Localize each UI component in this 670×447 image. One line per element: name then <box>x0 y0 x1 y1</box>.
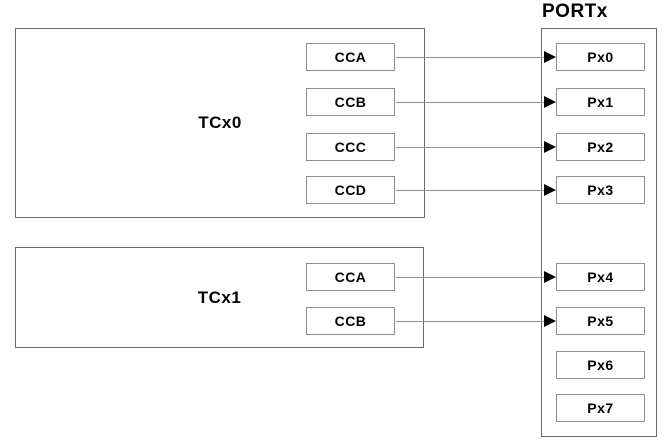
connection-tcx1-ccb-px5 <box>396 315 556 327</box>
arrowhead-icon <box>544 184 556 196</box>
connector-line <box>396 147 546 148</box>
connection-tcx0-ccc-px2 <box>396 141 556 153</box>
channel-box-tcx0-ccc: CCC <box>306 133 395 161</box>
connection-tcx0-ccb-px1 <box>396 96 556 108</box>
connector-line <box>396 102 546 103</box>
pin-box-px7: Px7 <box>556 394 645 422</box>
port-title: PORTx <box>542 1 608 22</box>
arrowhead-icon <box>544 51 556 63</box>
channel-box-tcx1-cca: CCA <box>306 263 395 291</box>
pin-box-px6: Px6 <box>556 351 645 379</box>
arrowhead-icon <box>544 271 556 283</box>
channel-box-tcx0-ccb: CCB <box>306 88 395 116</box>
pin-box-px3: Px3 <box>556 176 645 204</box>
connection-tcx1-cca-px4 <box>396 271 556 283</box>
connection-tcx0-ccd-px3 <box>396 184 556 196</box>
channel-box-tcx0-ccd: CCD <box>306 176 395 204</box>
connector-line <box>396 190 546 191</box>
connector-line <box>396 277 546 278</box>
channel-box-tcx0-cca: CCA <box>306 43 395 71</box>
pin-box-px1: Px1 <box>556 88 645 116</box>
arrowhead-icon <box>544 315 556 327</box>
connector-line <box>396 321 546 322</box>
connector-line <box>396 57 546 58</box>
arrowhead-icon <box>544 141 556 153</box>
channel-box-tcx1-ccb: CCB <box>306 307 395 335</box>
pin-box-px0: Px0 <box>556 43 645 71</box>
arrowhead-icon <box>544 96 556 108</box>
pin-box-px5: Px5 <box>556 307 645 335</box>
pin-box-px2: Px2 <box>556 133 645 161</box>
connection-tcx0-cca-px0 <box>396 51 556 63</box>
pin-box-px4: Px4 <box>556 263 645 291</box>
